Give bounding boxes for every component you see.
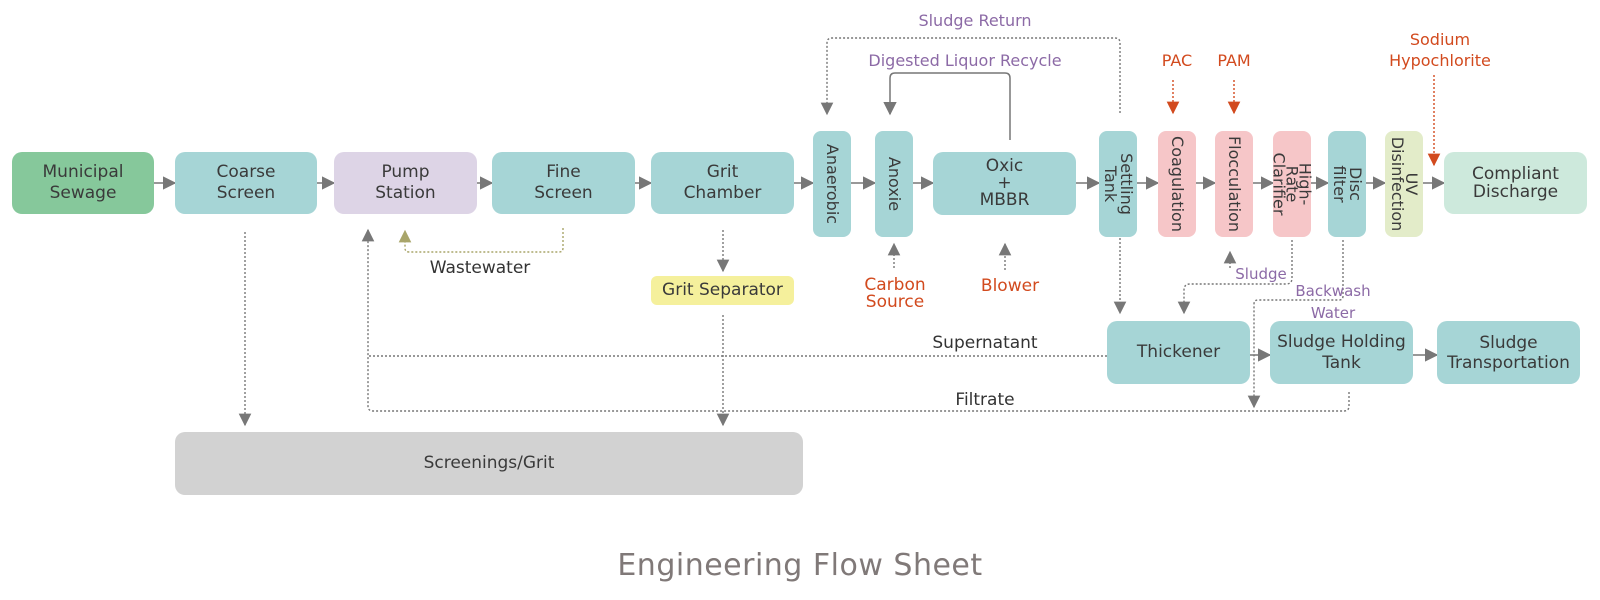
node-anaerobic[interactable]: Anaerobic xyxy=(813,131,851,237)
node-label: Pump Station xyxy=(375,162,436,203)
node-sludge-holding-tank[interactable]: Sludge Holding Tank xyxy=(1270,321,1413,384)
node-label: Anaerobic xyxy=(823,143,842,225)
node-label: Oxic + MBBR xyxy=(979,156,1030,210)
node-municipal-sewage[interactable]: Municipal Sewage xyxy=(12,152,154,214)
label-blower: Blower xyxy=(980,276,1040,296)
node-flocculation[interactable]: Flocculation xyxy=(1215,131,1253,237)
node-pump-station[interactable]: Pump Station xyxy=(334,152,477,214)
label-sludge-return: Sludge Return xyxy=(918,11,1032,30)
backwash-water-line xyxy=(1247,240,1344,409)
node-screenings-grit[interactable]: Screenings/Grit xyxy=(175,432,803,495)
node-label: Compliant Discharge xyxy=(1472,164,1559,202)
node-label: Sludge Transportation xyxy=(1447,332,1570,373)
node-label: High-Rate Clarifier xyxy=(1269,152,1315,216)
node-label: Fine Screen xyxy=(534,162,593,203)
label-sodium-hypochlorite: Sodium Hypochlorite xyxy=(1389,30,1491,70)
node-label: Coarse Screen xyxy=(216,162,276,203)
node-oxic-mbbr[interactable]: Oxic + MBBR xyxy=(933,152,1076,215)
node-high-rate-clarifier[interactable]: High-Rate Clarifier xyxy=(1269,131,1315,237)
node-label: Anoxie xyxy=(885,156,904,212)
clarifier-sludge-line xyxy=(1177,240,1293,315)
label-pac: PAC xyxy=(1161,51,1193,70)
node-label: Settling Tank xyxy=(1101,153,1136,215)
node-coarse-screen[interactable]: Coarse Screen xyxy=(175,152,317,214)
label-supernatant: Supernatant xyxy=(932,333,1038,353)
node-coagulation[interactable]: Coagulation xyxy=(1158,131,1196,237)
node-label: Grit Chamber xyxy=(683,162,762,203)
sludge-return-line xyxy=(820,37,1121,116)
node-label: UV Disinfection xyxy=(1388,136,1421,232)
node-uv-disinfection[interactable]: UV Disinfection xyxy=(1385,131,1423,237)
label-sludge: Sludge xyxy=(1235,265,1287,283)
node-grit-chamber[interactable]: Grit Chamber xyxy=(651,152,794,214)
node-label: Flocculation xyxy=(1225,135,1244,233)
node-label: Grit Separator xyxy=(662,280,783,300)
wastewater-return-line xyxy=(398,228,564,253)
node-label: Coagulation xyxy=(1168,136,1187,232)
node-disc-filter[interactable]: Disc filter xyxy=(1328,131,1366,237)
digested-liquor-recycle-line xyxy=(883,72,1011,140)
node-sludge-transportation[interactable]: Sludge Transportation xyxy=(1437,321,1580,384)
label-digested-liquor-recycle: Digested Liquor Recycle xyxy=(868,51,1062,70)
node-thickener[interactable]: Thickener xyxy=(1107,321,1250,384)
label-pam: PAM xyxy=(1217,51,1251,70)
node-label: Sludge Holding Tank xyxy=(1277,331,1406,373)
diagram-title: Engineering Flow Sheet xyxy=(617,548,983,583)
node-anoxic[interactable]: Anoxie xyxy=(875,131,913,237)
label-carbon-source: Carbon Source xyxy=(864,275,926,312)
label-backwash-water: Backwash Water xyxy=(1295,282,1371,322)
node-fine-screen[interactable]: Fine Screen xyxy=(492,152,635,214)
node-grit-separator[interactable]: Grit Separator xyxy=(651,276,794,305)
node-label: Municipal Sewage xyxy=(42,162,124,203)
node-label: Screenings/Grit xyxy=(423,453,555,473)
node-label: Thickener xyxy=(1136,342,1221,362)
node-settling-tank[interactable]: Settling Tank xyxy=(1099,131,1137,237)
label-wastewater: Wastewater xyxy=(429,258,531,278)
label-filtrate: Filtrate xyxy=(955,390,1015,410)
node-compliant-discharge[interactable]: Compliant Discharge xyxy=(1444,152,1587,214)
node-label: Disc filter xyxy=(1330,165,1365,203)
